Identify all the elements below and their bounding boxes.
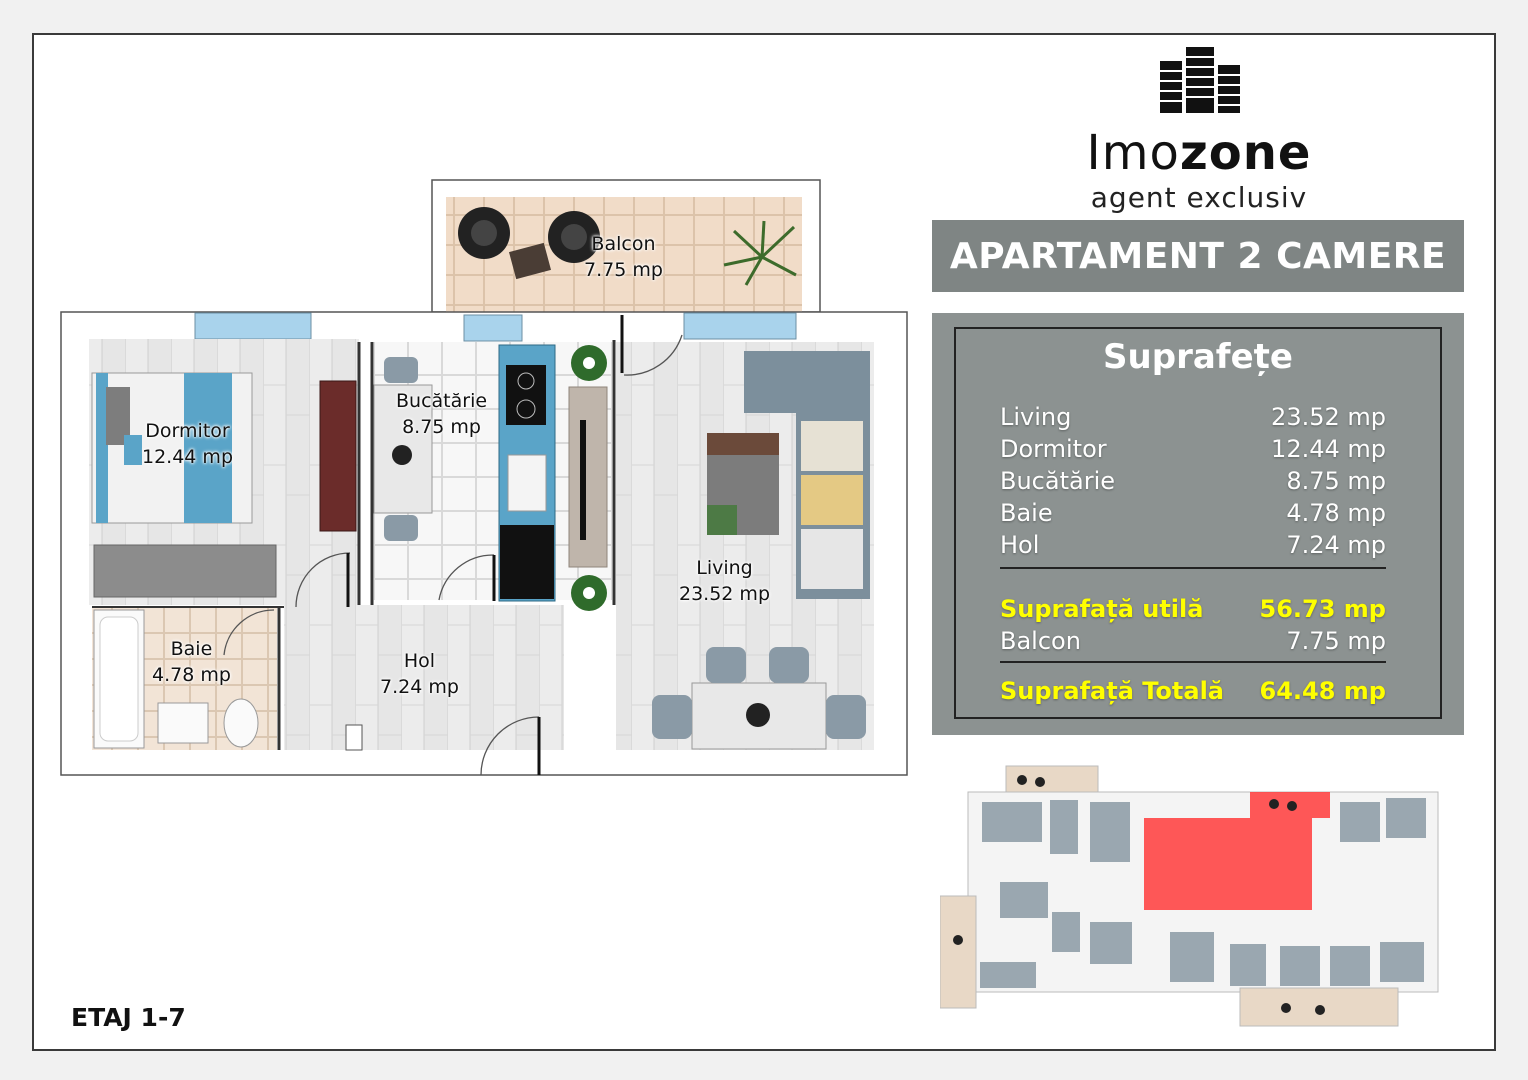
divider	[1000, 567, 1386, 569]
area-row: Dormitor 12.44 mp	[1000, 435, 1386, 467]
highlighted-unit	[1144, 818, 1312, 910]
brand-name: Imozone	[1074, 125, 1324, 181]
balcony	[431, 179, 821, 313]
room-name: Hol	[403, 650, 436, 672]
logo: Imozone agent exclusiv	[1074, 47, 1324, 217]
room-label-bucatarie: Bucătărie 8.75 mp	[396, 388, 487, 440]
buildings-icon	[1160, 47, 1240, 113]
room-area: 8.75 mp	[402, 416, 481, 438]
area-row-value: 56.73 mp	[1259, 595, 1386, 623]
room-area: 7.24 mp	[380, 676, 459, 698]
chair-icon	[548, 211, 600, 263]
chair-icon	[458, 207, 510, 259]
bed	[91, 372, 253, 524]
floor-label: ETAJ 1-7	[71, 1003, 186, 1032]
sofa	[744, 351, 870, 599]
dresser	[93, 544, 277, 598]
room-area: 12.44 mp	[142, 446, 234, 468]
divider	[1000, 661, 1386, 663]
area-row: Living 23.52 mp	[1000, 403, 1386, 435]
toilet	[223, 698, 259, 748]
room-name: Living	[696, 557, 753, 579]
room-label-hol: Hol 7.24 mp	[380, 648, 459, 700]
brand-part-1: Imo	[1086, 125, 1180, 181]
room-area: 23.52 mp	[679, 583, 771, 605]
area-row-value: 7.24 mp	[1286, 531, 1386, 559]
usable-area-row: Suprafață utilă 56.73 mp	[1000, 595, 1386, 627]
balcony-area-row: Balcon 7.75 mp	[1000, 627, 1386, 659]
areas-heading: Suprafețe	[1103, 337, 1293, 377]
area-row-name: Dormitor	[1000, 435, 1107, 463]
building-key-plan	[940, 765, 1439, 1027]
area-row-name: Bucătărie	[1000, 467, 1115, 495]
brand-part-2: zone	[1179, 125, 1312, 181]
area-row-value: 7.75 mp	[1286, 627, 1386, 655]
plan-sheet: Balcon 7.75 mp Dormitor 12.44 mp Bucătăr…	[32, 33, 1496, 1051]
area-row-name: Baie	[1000, 499, 1053, 527]
window	[683, 312, 797, 340]
apartment-title: APARTAMENT 2 CAMERE	[932, 220, 1464, 292]
area-row-name: Living	[1000, 403, 1072, 431]
sink	[157, 702, 209, 744]
area-row-value: 64.48 mp	[1259, 677, 1386, 705]
dining-set	[652, 647, 866, 750]
room-name: Balcon	[591, 233, 656, 255]
area-row-name: Hol	[1000, 531, 1040, 559]
side-table	[508, 242, 552, 280]
area-row: Baie 4.78 mp	[1000, 499, 1386, 531]
window	[463, 314, 523, 342]
plant-icon	[571, 345, 607, 611]
floor-plan	[60, 179, 908, 776]
area-row-value: 23.52 mp	[1271, 403, 1386, 431]
area-row-value: 4.78 mp	[1286, 499, 1386, 527]
area-row-name: Suprafață Totală	[1000, 677, 1225, 705]
room-label-baie: Baie 4.78 mp	[152, 636, 231, 688]
dining-table	[373, 357, 433, 541]
area-row-name: Balcon	[1000, 627, 1081, 655]
room-label-dormitor: Dormitor 12.44 mp	[142, 418, 233, 470]
room-name: Baie	[170, 638, 213, 660]
wardrobe	[319, 380, 357, 532]
brand-tagline: agent exclusiv	[1090, 181, 1308, 214]
kitchen-counter	[498, 344, 556, 602]
room-name: Dormitor	[145, 420, 230, 442]
room-area: 7.75 mp	[584, 259, 663, 281]
room-name: Bucătărie	[396, 390, 488, 412]
areas-panel: Suprafețe Living 23.52 mp Dormitor 12.44…	[932, 313, 1464, 735]
room-label-living: Living 23.52 mp	[679, 555, 770, 607]
door-swings	[223, 334, 683, 776]
window	[194, 312, 312, 340]
tv-unit	[568, 386, 608, 568]
area-row-name: Suprafață utilă	[1000, 595, 1204, 623]
area-row: Hol 7.24 mp	[1000, 531, 1386, 563]
area-row-value: 8.75 mp	[1286, 467, 1386, 495]
area-row: Bucătărie 8.75 mp	[1000, 467, 1386, 499]
bathtub	[93, 609, 145, 749]
plant-icon	[723, 220, 797, 286]
area-row-value: 12.44 mp	[1271, 435, 1386, 463]
room-label-balcon: Balcon 7.75 mp	[584, 231, 663, 283]
total-area-row: Suprafață Totală 64.48 mp	[1000, 677, 1386, 709]
room-area: 4.78 mp	[152, 664, 231, 686]
areas-frame: Suprafețe Living 23.52 mp Dormitor 12.44…	[954, 327, 1442, 719]
